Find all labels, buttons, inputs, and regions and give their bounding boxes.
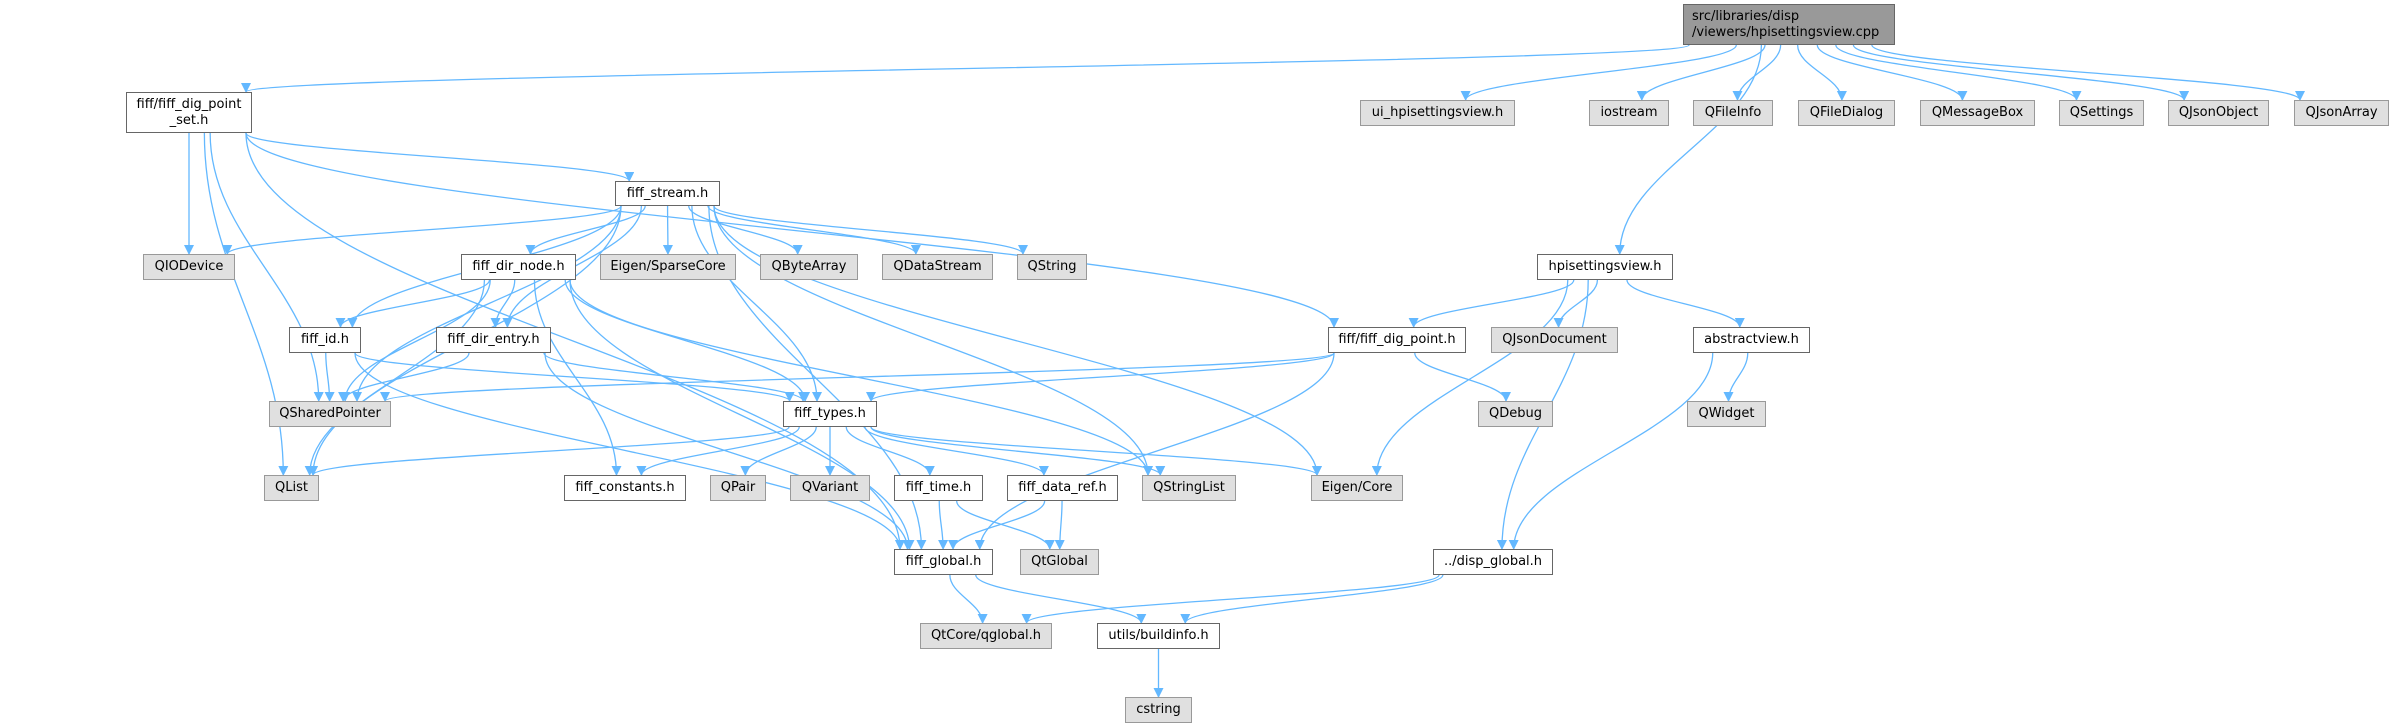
edge-fiff_dir_entry-to-fiff_types (543, 352, 808, 402)
node-fiff-id[interactable]: fiff_id.h (289, 327, 361, 353)
edge-fiff_stream-to-QStringList (713, 205, 1153, 476)
node-qvariant: QVariant (790, 475, 870, 501)
edge-root-to-hpisettingsview (1614, 44, 1763, 255)
node-disp-global[interactable]: ../disp_global.h (1433, 549, 1553, 575)
edge-hpisettingsview-to-QJsonDocument (1553, 279, 1599, 328)
edge-root-to-QJsonArray (1871, 44, 2305, 101)
edge-root-to-QJsonObject (1852, 44, 2190, 101)
edge-fiff_id-to-fiff_types (354, 352, 795, 402)
edge-fiff_dir_entry-to-fiff_global (544, 352, 913, 550)
edge-fiff_dir_node-to-QList (304, 279, 486, 476)
edge-fiff_types-to-fiff_constants (636, 426, 800, 476)
node-qfiledialog: QFileDialog (1798, 100, 1895, 126)
edge-hpisettingsview-to-abstractview (1626, 279, 1745, 328)
edge-fiff_dir_node-to-QSharedPointer (340, 279, 491, 402)
edge-fiff_types-to-QList (308, 426, 790, 476)
edge-fiff_time-to-fiff_global (938, 500, 949, 550)
edge-fiff_stream-to-QDataStream (707, 205, 921, 255)
edge-fiff_types-to-QStringList (870, 426, 1166, 476)
edge-abstractview-to-QWidget (1723, 352, 1749, 402)
edge-disp_global-to-buildinfo (1180, 574, 1444, 624)
edge-dig_point_set-to-fiff_stream (245, 132, 635, 182)
edge-abstractview-to-disp_global (1508, 352, 1714, 550)
edge-root-to-QFileDialog (1796, 44, 1847, 101)
edge-fiff_dir_node-to-fiff_global (569, 279, 915, 550)
edge-root-to-QMessageBox (1816, 44, 1968, 101)
node-ui-hpi: ui_hpisettingsview.h (1360, 100, 1515, 126)
edge-fiff_id-to-QSharedPointer (324, 352, 335, 402)
node-qdebug: QDebug (1478, 401, 1553, 427)
node-qstring: QString (1017, 254, 1087, 280)
edge-root-to-QFileInfo (1732, 44, 1782, 101)
node-fiff-dir-entry[interactable]: fiff_dir_entry.h (436, 327, 551, 353)
edge-fiff_dir_entry-to-QSharedPointer (338, 352, 470, 402)
node-qdatastream: QDataStream (882, 254, 993, 280)
edge-fiff_data_ref-to-QtGlobal (1054, 500, 1065, 550)
node-cstring: cstring (1125, 697, 1192, 723)
edge-fiff_types-to-EigenCore (870, 426, 1322, 476)
node-qjsonobject: QJsonObject (2168, 100, 2269, 126)
edge-dig_point_set-to-fiff_dig_point (245, 132, 1339, 328)
node-fiff-dir-node[interactable]: fiff_dir_node.h (461, 254, 576, 280)
node-eigencore: Eigen/Core (1311, 475, 1403, 501)
edge-fiff_dir_node-to-fiff_types (564, 279, 811, 402)
edge-fiff_stream-to-QByteArray (688, 205, 803, 255)
node-buildinfo[interactable]: utils/buildinfo.h (1097, 623, 1220, 649)
edge-fiff_data_ref-to-fiff_global (948, 500, 1046, 550)
edge-fiff_stream-to-fiff_types (691, 205, 822, 402)
node-fiff-dig-point[interactable]: fiff/fiff_dig_point.h (1328, 327, 1466, 353)
edge-fiff_dig_point-to-fiff_global (974, 352, 1335, 550)
node-qmessagebox: QMessageBox (1920, 100, 2035, 126)
edge-fiff_stream-to-QSharedPointer (352, 205, 622, 402)
node-fiff-global[interactable]: fiff_global.h (894, 549, 993, 575)
edge-root-to-iostream (1636, 44, 1766, 101)
node-root[interactable]: src/libraries/disp /viewers/hpisettingsv… (1683, 4, 1895, 45)
edge-fiff_dig_point-to-QSharedPointer (380, 352, 1335, 402)
node-dig-point-set[interactable]: fiff/fiff_dig_point _set.h (126, 92, 252, 133)
edge-fiff_dir_node-to-fiff_id (335, 279, 491, 328)
node-iostream: iostream (1589, 100, 1669, 126)
edge-fiff_stream-to-fiff_dir_node (525, 205, 646, 255)
node-qjsondocument: QJsonDocument (1491, 327, 1618, 353)
node-fiff-time[interactable]: fiff_time.h (894, 475, 983, 501)
node-abstractview[interactable]: abstractview.h (1693, 327, 1810, 353)
node-qstringlist: QStringList (1142, 475, 1236, 501)
edge-fiff_dig_point-to-QDebug (1414, 352, 1511, 402)
edge-fiff_types-to-fiff_time (845, 426, 935, 476)
node-fiff-types[interactable]: fiff_types.h (783, 401, 877, 427)
edge-fiff_global-to-buildinfo (975, 574, 1147, 624)
node-hpisettingsview[interactable]: hpisettingsview.h (1537, 254, 1673, 280)
edge-disp_global-to-qglobal (1021, 574, 1440, 624)
edge-fiff_dir_node-to-fiff_dir_entry (490, 279, 516, 328)
node-qsharedpointer: QSharedPointer (269, 401, 391, 427)
node-qpair: QPair (710, 475, 766, 501)
edge-fiff_stream-to-EigenCore (713, 205, 1322, 476)
edge-dig_point_set-to-QSharedPointer (209, 132, 324, 402)
node-fiff-stream[interactable]: fiff_stream.h (615, 181, 720, 206)
edge-fiff_types-to-QPair (740, 426, 817, 476)
node-qfileinfo: QFileInfo (1693, 100, 1773, 126)
node-qjsonarray: QJsonArray (2294, 100, 2389, 126)
edge-root-to-QSettings (1835, 44, 2082, 101)
edge-fiff_stream-to-QString (713, 205, 1028, 255)
node-fiff-data-ref[interactable]: fiff_data_ref.h (1007, 475, 1118, 501)
edge-fiff_stream-to-QIODevice (222, 205, 622, 255)
edge-fiff_time-to-QtGlobal (956, 500, 1055, 550)
edge-fiff_global-to-qglobal (949, 574, 988, 624)
node-sparsecore: Eigen/SparseCore (600, 254, 736, 280)
node-qsettings: QSettings (2059, 100, 2144, 126)
edge-fiff_types-to-fiff_data_ref (864, 426, 1049, 476)
edge-fiff_dig_point-to-fiff_types (866, 352, 1335, 402)
node-qtglobal: QtGlobal (1020, 549, 1099, 575)
node-qbytearray: QByteArray (760, 254, 858, 280)
node-qiodevice: QIODevice (143, 254, 235, 280)
node-fiff-constants[interactable]: fiff_constants.h (564, 475, 686, 501)
edge-root-to-dig_point_set (241, 44, 1690, 93)
node-qglobal: QtCore/qglobal.h (920, 623, 1052, 649)
node-qwidget: QWidget (1687, 401, 1766, 427)
edge-hpisettingsview-to-EigenCore (1371, 279, 1569, 476)
node-qlist: QList (264, 475, 319, 501)
edge-fiff_id-to-fiff_global (354, 352, 905, 550)
edge-root-to-ui_hpi (1460, 44, 1737, 101)
